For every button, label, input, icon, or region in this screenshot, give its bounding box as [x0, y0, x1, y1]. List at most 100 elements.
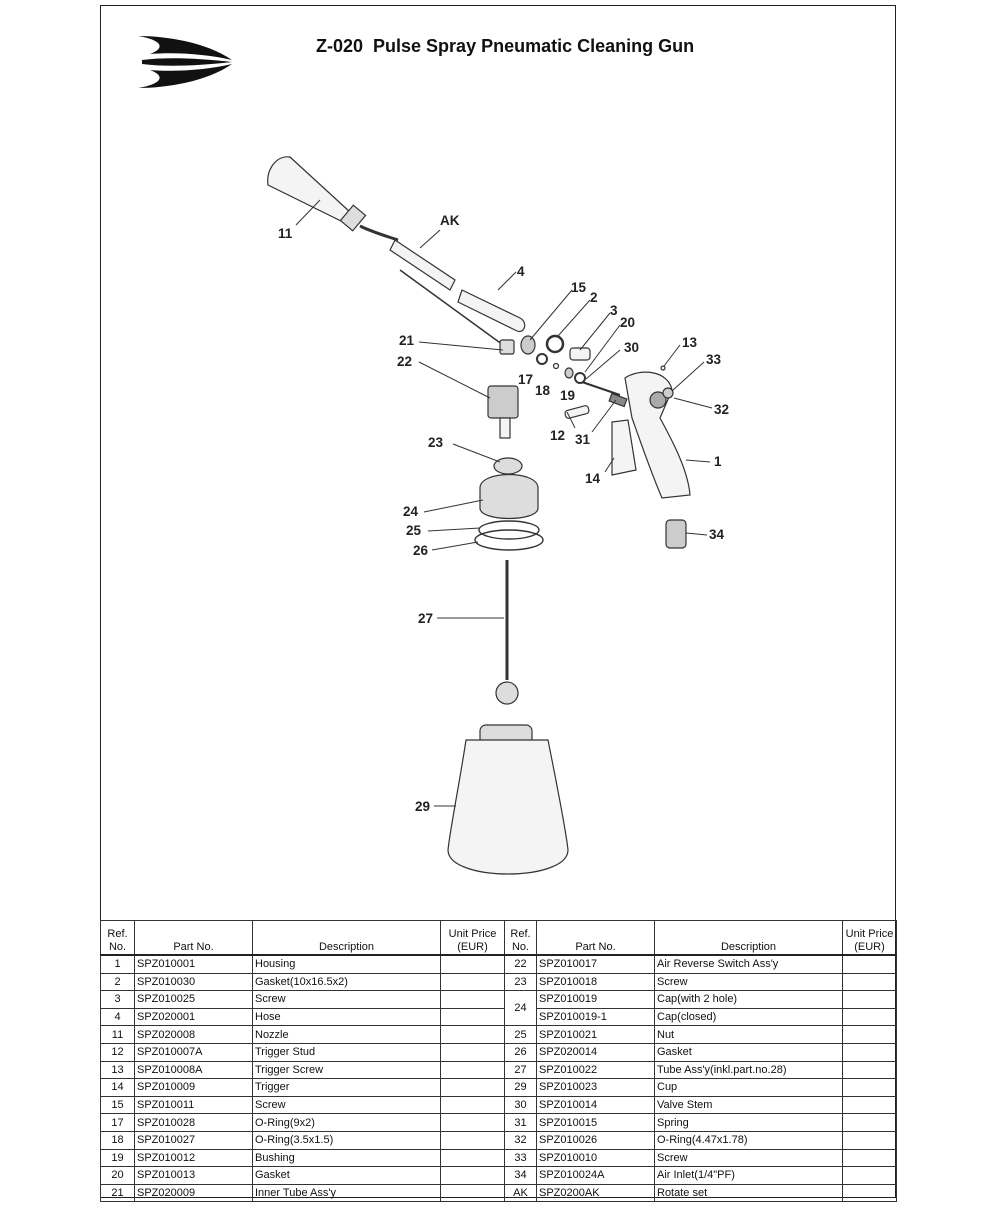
unit-price-cell [842, 1078, 897, 1097]
ref-cell: 11 [100, 1025, 135, 1044]
ref-cell: 19 [100, 1148, 135, 1168]
callout-label: 17 [518, 372, 533, 387]
ref-cell: 31 [504, 1113, 537, 1132]
description-cell: Valve Stem [654, 1095, 843, 1115]
description-cell: Screw [654, 972, 843, 992]
ref-cell: 27 [504, 1060, 537, 1080]
part-no-cell: SPZ010022 [536, 1060, 655, 1080]
part-no-cell: SPZ010019 [536, 990, 655, 1009]
callout-label: AK [440, 213, 460, 228]
ref-cell: 21 [100, 1183, 135, 1203]
document-title: Z-020 Pulse Spray Pneumatic Cleaning Gun [316, 36, 695, 56]
unit-price-cell [842, 1060, 897, 1080]
unit-price-cell [842, 1113, 897, 1132]
ref-cell: 18 [100, 1130, 135, 1150]
description-cell: Air Reverse Switch Ass'y [654, 954, 843, 974]
part-no-cell: SPZ010007A [134, 1042, 253, 1062]
header-ref-no: Ref.No. [504, 920, 537, 956]
unit-price-cell [440, 1060, 505, 1080]
description-cell: Cap(closed) [654, 1007, 843, 1027]
part-no-cell: SPZ010009 [134, 1078, 253, 1097]
part-no-cell: SPZ010021 [536, 1025, 655, 1044]
stylized-bird-logo [138, 36, 232, 88]
part-no-cell: SPZ020009 [134, 1183, 253, 1203]
ref-cell: 4 [100, 1007, 135, 1027]
ref-cell: 29 [504, 1078, 537, 1097]
unit-price-cell [842, 972, 897, 992]
callout-label: 3 [610, 303, 618, 318]
callout-label: 20 [620, 315, 635, 330]
part-no-cell: SPZ010027 [134, 1130, 253, 1150]
part-no-cell: SPZ010014 [536, 1095, 655, 1115]
part-no-cell: SPZ010025 [134, 990, 253, 1009]
part-no-cell: SPZ0200AK [536, 1183, 655, 1203]
ref-cell: 1 [100, 954, 135, 974]
callout-label: 34 [709, 527, 725, 542]
part-no-cell: SPZ010011 [134, 1095, 253, 1115]
part-no-cell: SPZ010024A [536, 1166, 655, 1185]
unit-price-cell [842, 1183, 897, 1203]
callout-label: 24 [403, 504, 419, 519]
ref-cell: 12 [100, 1042, 135, 1062]
ref-cell: 26 [504, 1042, 537, 1062]
header-ref-no: Ref.No. [100, 920, 135, 956]
callout-label: 14 [585, 471, 601, 486]
part-no-cell: SPZ010013 [134, 1166, 253, 1185]
callout-label: 13 [682, 335, 698, 350]
description-cell: O-Ring(9x2) [252, 1113, 441, 1132]
callout-label: 19 [560, 388, 575, 403]
cup-part [447, 724, 569, 875]
ref-cell: 33 [504, 1148, 537, 1168]
unit-price-cell [440, 1025, 505, 1044]
description-cell: Trigger Screw [252, 1060, 441, 1080]
unit-price-cell [842, 954, 897, 974]
unit-price-cell [440, 954, 505, 974]
part-no-cell: SPZ010010 [536, 1148, 655, 1168]
ref-cell: 3 [100, 990, 135, 1009]
ref-cell: 20 [100, 1166, 135, 1185]
description-cell: Hose [252, 1007, 441, 1027]
description-cell: Nozzle [252, 1025, 441, 1044]
housing-part [624, 371, 691, 499]
unit-price-cell [440, 1078, 505, 1097]
description-cell: Spring [654, 1113, 843, 1132]
callout-label: 27 [418, 611, 433, 626]
callout-label: 21 [399, 333, 415, 348]
ref-cell: 14 [100, 1078, 135, 1097]
description-cell: Trigger [252, 1078, 441, 1097]
description-cell: Screw [252, 1095, 441, 1115]
description-cell: O-Ring(4.47x1.78) [654, 1130, 843, 1150]
part-no-cell: SPZ010012 [134, 1148, 253, 1168]
ref-cell: 34 [504, 1166, 537, 1185]
unit-price-cell [440, 1166, 505, 1185]
ref-cell: 23 [504, 972, 537, 992]
description-cell: Housing [252, 954, 441, 974]
description-cell: Air Inlet(1/4"PF) [654, 1166, 843, 1185]
description-cell: Rotate set [654, 1183, 843, 1203]
unit-price-cell [842, 1148, 897, 1168]
callout-label: 22 [397, 354, 412, 369]
ref-cell: 17 [100, 1113, 135, 1132]
callout-label: 33 [706, 352, 722, 367]
part-no-cell: SPZ010028 [134, 1113, 253, 1132]
part-no-cell: SPZ010001 [134, 954, 253, 974]
unit-price-cell [440, 1130, 505, 1150]
description-cell: Cup [654, 1078, 843, 1097]
callout-label: 23 [428, 435, 444, 450]
callout-label: 25 [406, 523, 422, 538]
part-no-cell: SPZ010008A [134, 1060, 253, 1080]
header-description: Description [654, 920, 843, 956]
callout-label: 15 [571, 280, 587, 295]
